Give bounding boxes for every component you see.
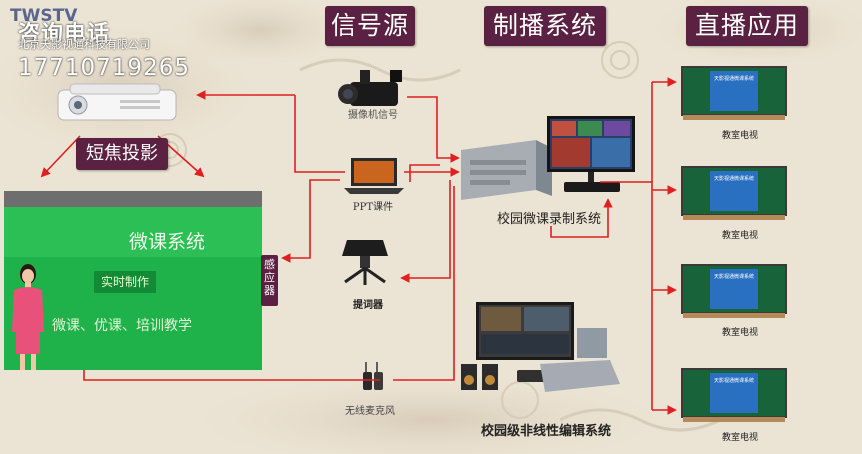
classroom-tv-4: 天影视通微课系统	[681, 368, 787, 422]
classroom-tv-3: 天影视通微课系统	[681, 264, 787, 318]
live-application-header: 直播应用	[686, 6, 808, 46]
classroom-tv-screen-text: 天影视通微课系统	[714, 378, 755, 384]
classroom-tv-label: 教室电视	[721, 231, 758, 241]
laptop-icon	[344, 158, 404, 194]
nle-system-label: 校园级非线性编辑系统	[480, 424, 611, 439]
short-throw-projection-tag: 短焦投影	[76, 138, 168, 170]
screen-subtitle: 微课、优课、培训教学	[52, 318, 192, 334]
connection-arrows	[40, 77, 677, 415]
projector-icon	[57, 83, 177, 121]
classroom-tv-screen-text: 天影视通微课系统	[714, 274, 755, 280]
classroom-tv-screen-text: 天影视通微课系统	[714, 176, 755, 182]
sensor-tag: 感应器	[261, 255, 278, 306]
classroom-tv-screen-text: 天影视通微课系统	[714, 76, 755, 82]
camera-signal-label: 摄像机信号	[348, 110, 398, 121]
ppt-courseware-label: PPT课件	[352, 202, 394, 213]
classroom-tv-label: 教室电视	[721, 131, 758, 141]
screen-title: 微课系统	[129, 231, 206, 253]
classroom-tv-1: 天影视通微课系统	[681, 66, 787, 120]
screen-top-band	[4, 191, 262, 207]
camera-icon	[338, 70, 402, 106]
broadcast-system-header: 制播系统	[484, 6, 606, 46]
wireless-mic-label: 无线麦克风	[345, 406, 395, 417]
classroom-tv-label: 教室电视	[721, 328, 758, 338]
teleprompter-icon	[342, 240, 388, 285]
recording-system-label: 校园微课录制系统	[496, 212, 601, 227]
classroom-tv-2: 天影视通微课系统	[681, 166, 787, 220]
presenter-figure	[12, 264, 44, 370]
teleprompter-label: 提词器	[353, 300, 383, 311]
nle-workstation-icon	[461, 302, 620, 392]
recording-server-icon	[461, 140, 552, 200]
contact-label: 咨询电话	[18, 22, 111, 47]
director-monitor-icon	[547, 116, 635, 192]
brand-logo: TWSTV	[10, 6, 78, 26]
screen-tag: 实时制作	[94, 271, 156, 293]
microphone-icon	[363, 362, 383, 390]
projection-screen: 微课系统 实时制作 微课、优课、培训教学	[4, 191, 262, 370]
classroom-tv-label: 教室电视	[721, 433, 758, 443]
company-name: 北京天影视通科技有限公司	[18, 38, 150, 51]
phone-number: 17710719265	[18, 55, 190, 81]
screen-header-strip	[4, 207, 262, 257]
signal-source-header: 信号源	[325, 6, 415, 46]
